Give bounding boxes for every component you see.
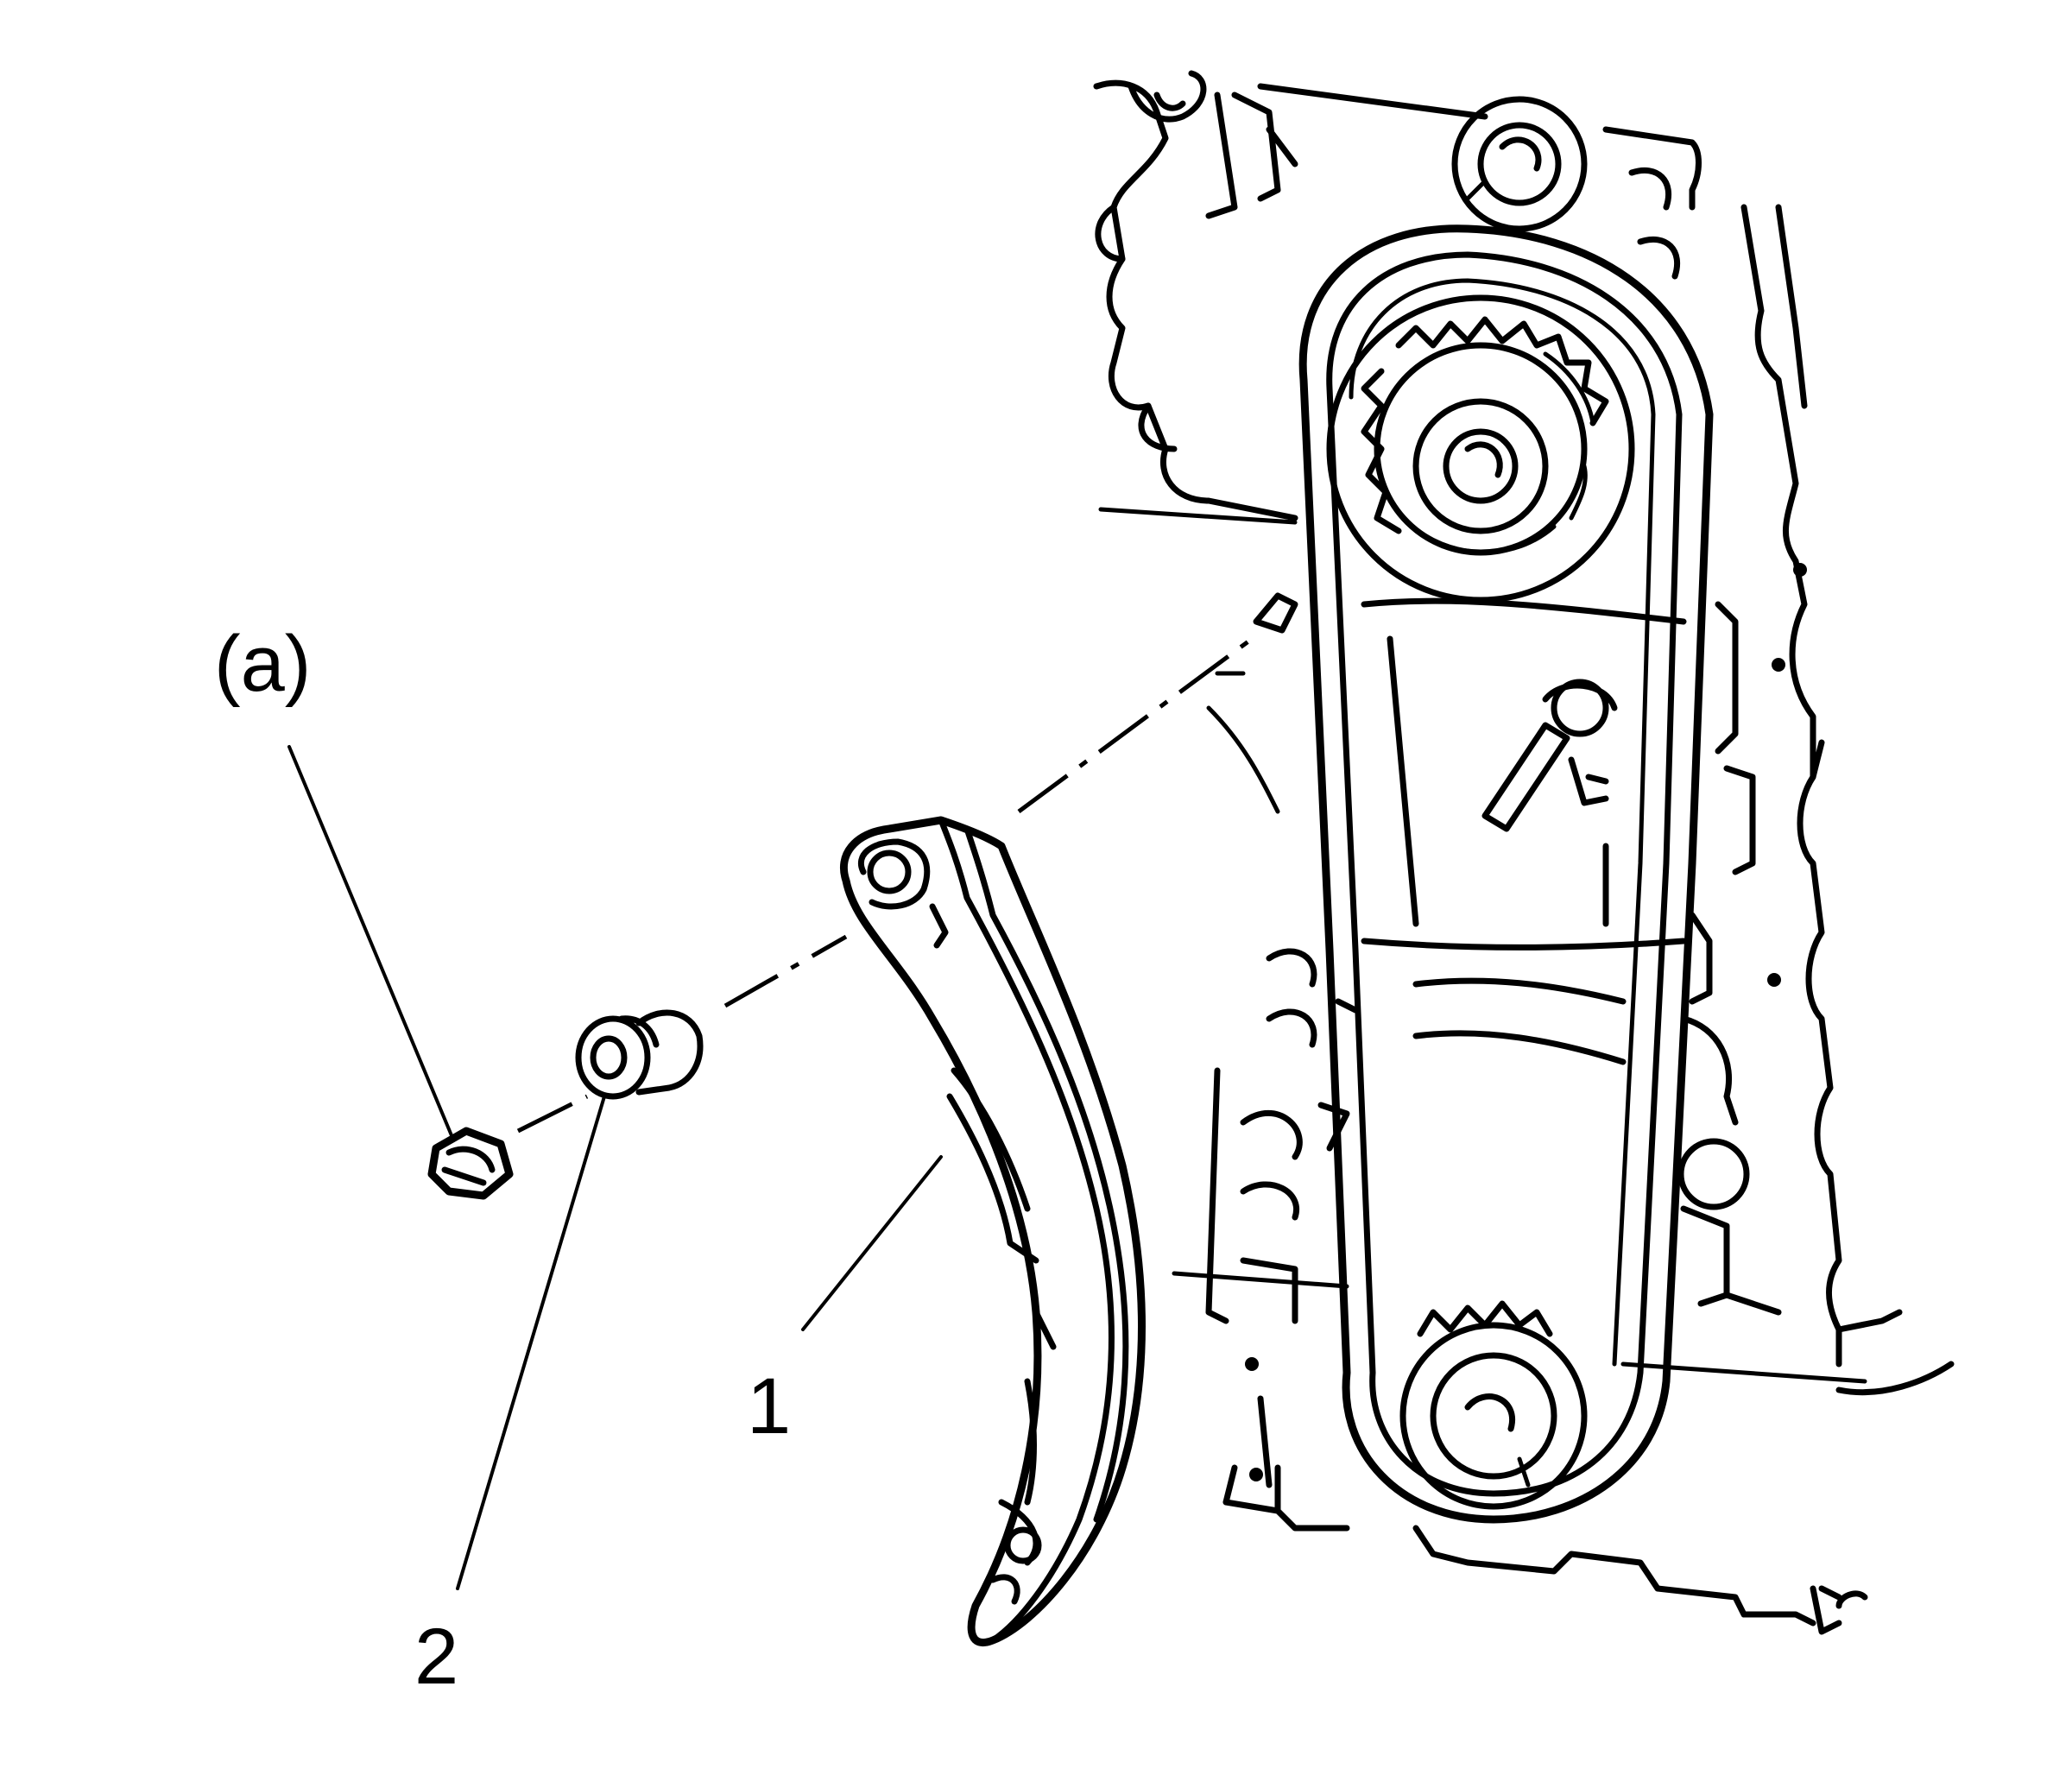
tensioner-bolt (1481, 679, 1618, 832)
callout-a: (a) (214, 620, 311, 708)
crankshaft-sprocket (1399, 1300, 1588, 1510)
timing-chain-assembly (1298, 224, 1714, 1524)
chain-guide-part-1 (839, 816, 1146, 1646)
leader-line-1 (801, 1155, 943, 1331)
spacer-collar-part-2 (575, 1009, 704, 1100)
callout-2: 2 (414, 1613, 458, 1701)
assembly-centerlines (516, 636, 1254, 1134)
engine-block (1093, 70, 1955, 1635)
leader-line-a (287, 745, 455, 1141)
nut-a (427, 1127, 514, 1200)
callout-1: 1 (747, 1362, 791, 1450)
leader-line-2 (456, 1095, 606, 1590)
camshaft-sprocket (1326, 294, 1635, 603)
leader-lines (287, 745, 943, 1590)
timing-chain (1298, 224, 1714, 1524)
